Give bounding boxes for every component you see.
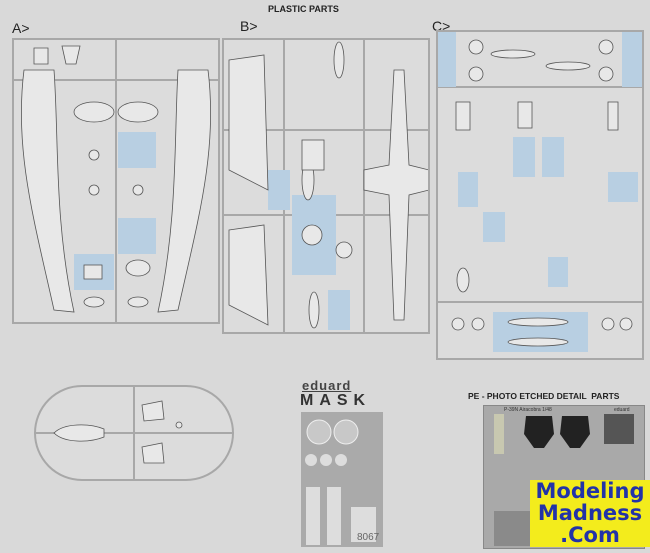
page-title: PLASTIC PARTS (268, 4, 339, 14)
sprue-b-label: B> (240, 18, 258, 34)
mask-sheet: 8067 (301, 412, 383, 547)
sprue-a-label: A> (12, 20, 30, 36)
mask-code: 8067 (357, 532, 380, 543)
pe-fret-name: P-39N Airacobra 1/48 (504, 407, 552, 413)
pe-fret-brand: eduard (614, 407, 630, 413)
sprue-a (12, 38, 220, 324)
canopy-sprue (34, 385, 234, 481)
modeling-madness-logo: Modeling Madness .Com (530, 480, 650, 547)
sprue-c (436, 30, 644, 360)
logo-line-3: .Com (560, 523, 620, 547)
logo-line-1: Modeling (535, 479, 645, 503)
pe-title: PE - PHOTO ETCHED DETAIL PARTS (468, 391, 620, 401)
logo-line-2: Madness (537, 501, 643, 525)
mask-brand: eduard (302, 378, 352, 393)
mask-title: MASK (300, 392, 372, 409)
sprue-b (222, 38, 430, 334)
